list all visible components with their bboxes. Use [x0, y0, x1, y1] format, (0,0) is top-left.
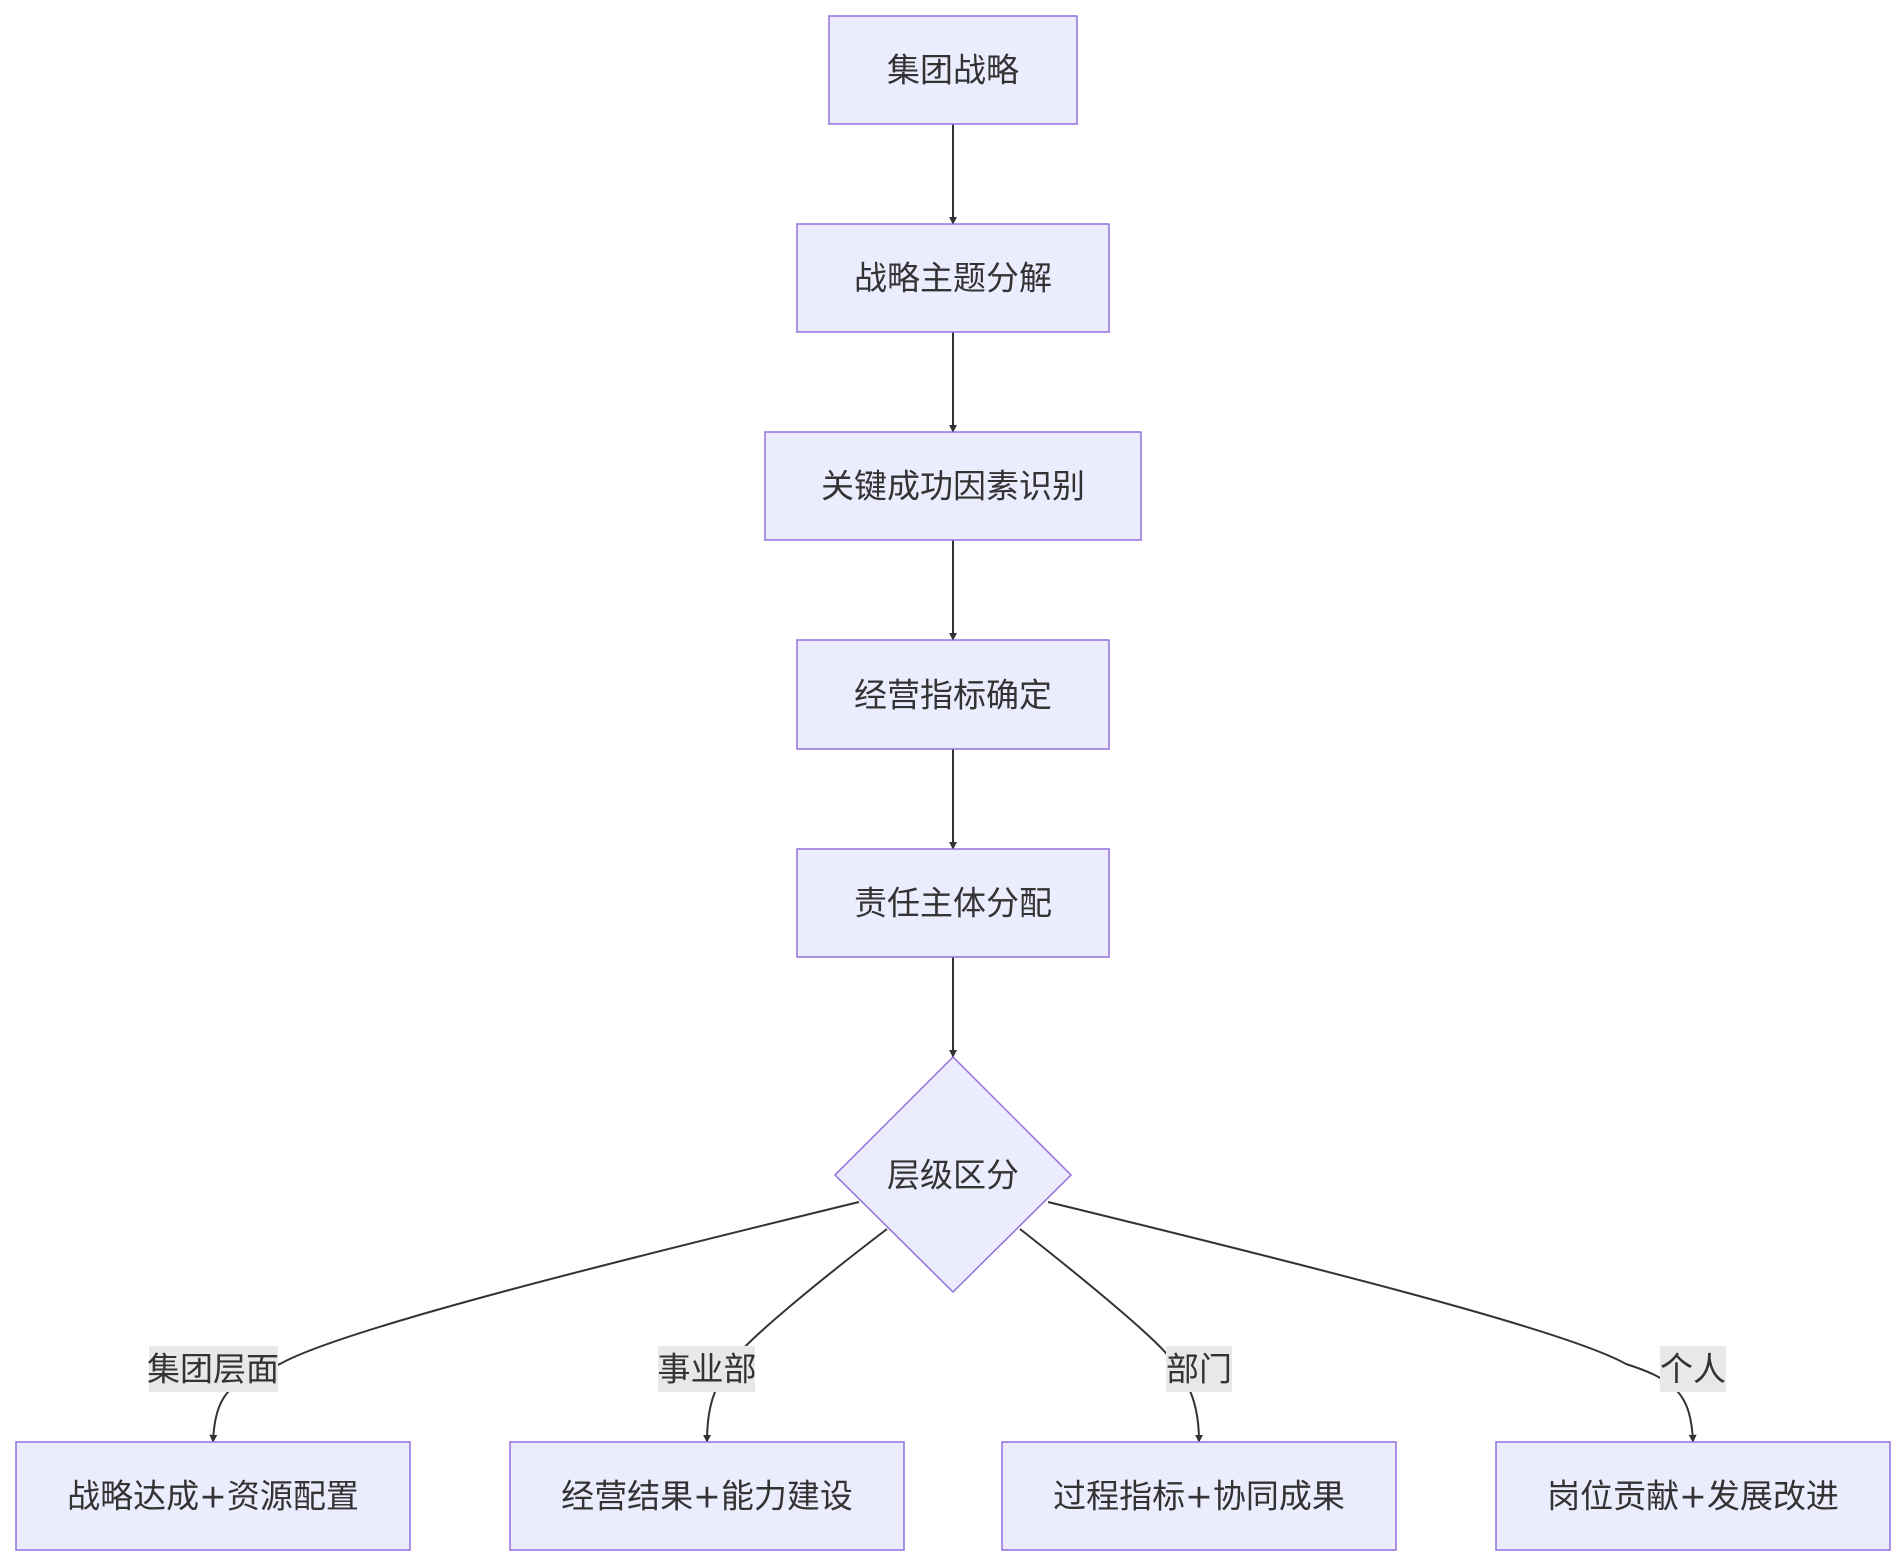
edge-label-individual: 个人: [1660, 1346, 1726, 1392]
svg-text:集团战略: 集团战略: [887, 51, 1019, 90]
node-individual-outcome[interactable]: 岗位贡献+发展改进: [1495, 1441, 1891, 1551]
node-kpi-determination[interactable]: 经营指标确定: [796, 639, 1110, 750]
edge-decision-to-bu: [703, 1228, 888, 1443]
node-group-strategy[interactable]: 集团战略: [828, 15, 1078, 125]
svg-text:经营结果+能力建设: 经营结果+能力建设: [561, 1477, 853, 1516]
svg-text:层级区分: 层级区分: [887, 1156, 1019, 1195]
svg-text:集团层面: 集团层面: [147, 1350, 279, 1389]
svg-text:部门: 部门: [1166, 1350, 1232, 1389]
svg-text:战略主题分解: 战略主题分解: [854, 259, 1052, 298]
node-group-outcome[interactable]: 战略达成+资源配置: [15, 1441, 411, 1551]
svg-text:战略达成+资源配置: 战略达成+资源配置: [67, 1477, 359, 1516]
node-theme-decomposition[interactable]: 战略主题分解: [796, 223, 1110, 333]
node-bu-outcome[interactable]: 经营结果+能力建设: [509, 1441, 905, 1551]
svg-text:个人: 个人: [1660, 1350, 1726, 1389]
svg-text:事业部: 事业部: [658, 1350, 757, 1389]
edge-decision-to-group: [209, 1201, 860, 1443]
svg-text:岗位贡献+发展改进: 岗位贡献+发展改进: [1547, 1477, 1839, 1516]
node-responsibility-allocation[interactable]: 责任主体分配: [796, 848, 1110, 958]
node-ksf-identification[interactable]: 关键成功因素识别: [764, 431, 1142, 541]
node-level-decision[interactable]: 层级区分: [833, 1055, 1073, 1294]
svg-text:过程指标+协同成果: 过程指标+协同成果: [1053, 1477, 1345, 1516]
svg-text:关键成功因素识别: 关键成功因素识别: [821, 467, 1085, 506]
svg-text:经营指标确定: 经营指标确定: [854, 676, 1052, 715]
svg-text:责任主体分配: 责任主体分配: [854, 884, 1052, 923]
edge-label-department: 部门: [1166, 1346, 1232, 1392]
edge-decision-to-individual: [1047, 1201, 1697, 1443]
edge-label-business-unit: 事业部: [658, 1346, 757, 1392]
edge-decision-to-dept: [1019, 1228, 1203, 1443]
edge-label-group-level: 集团层面: [147, 1346, 279, 1392]
node-dept-outcome[interactable]: 过程指标+协同成果: [1001, 1441, 1397, 1551]
